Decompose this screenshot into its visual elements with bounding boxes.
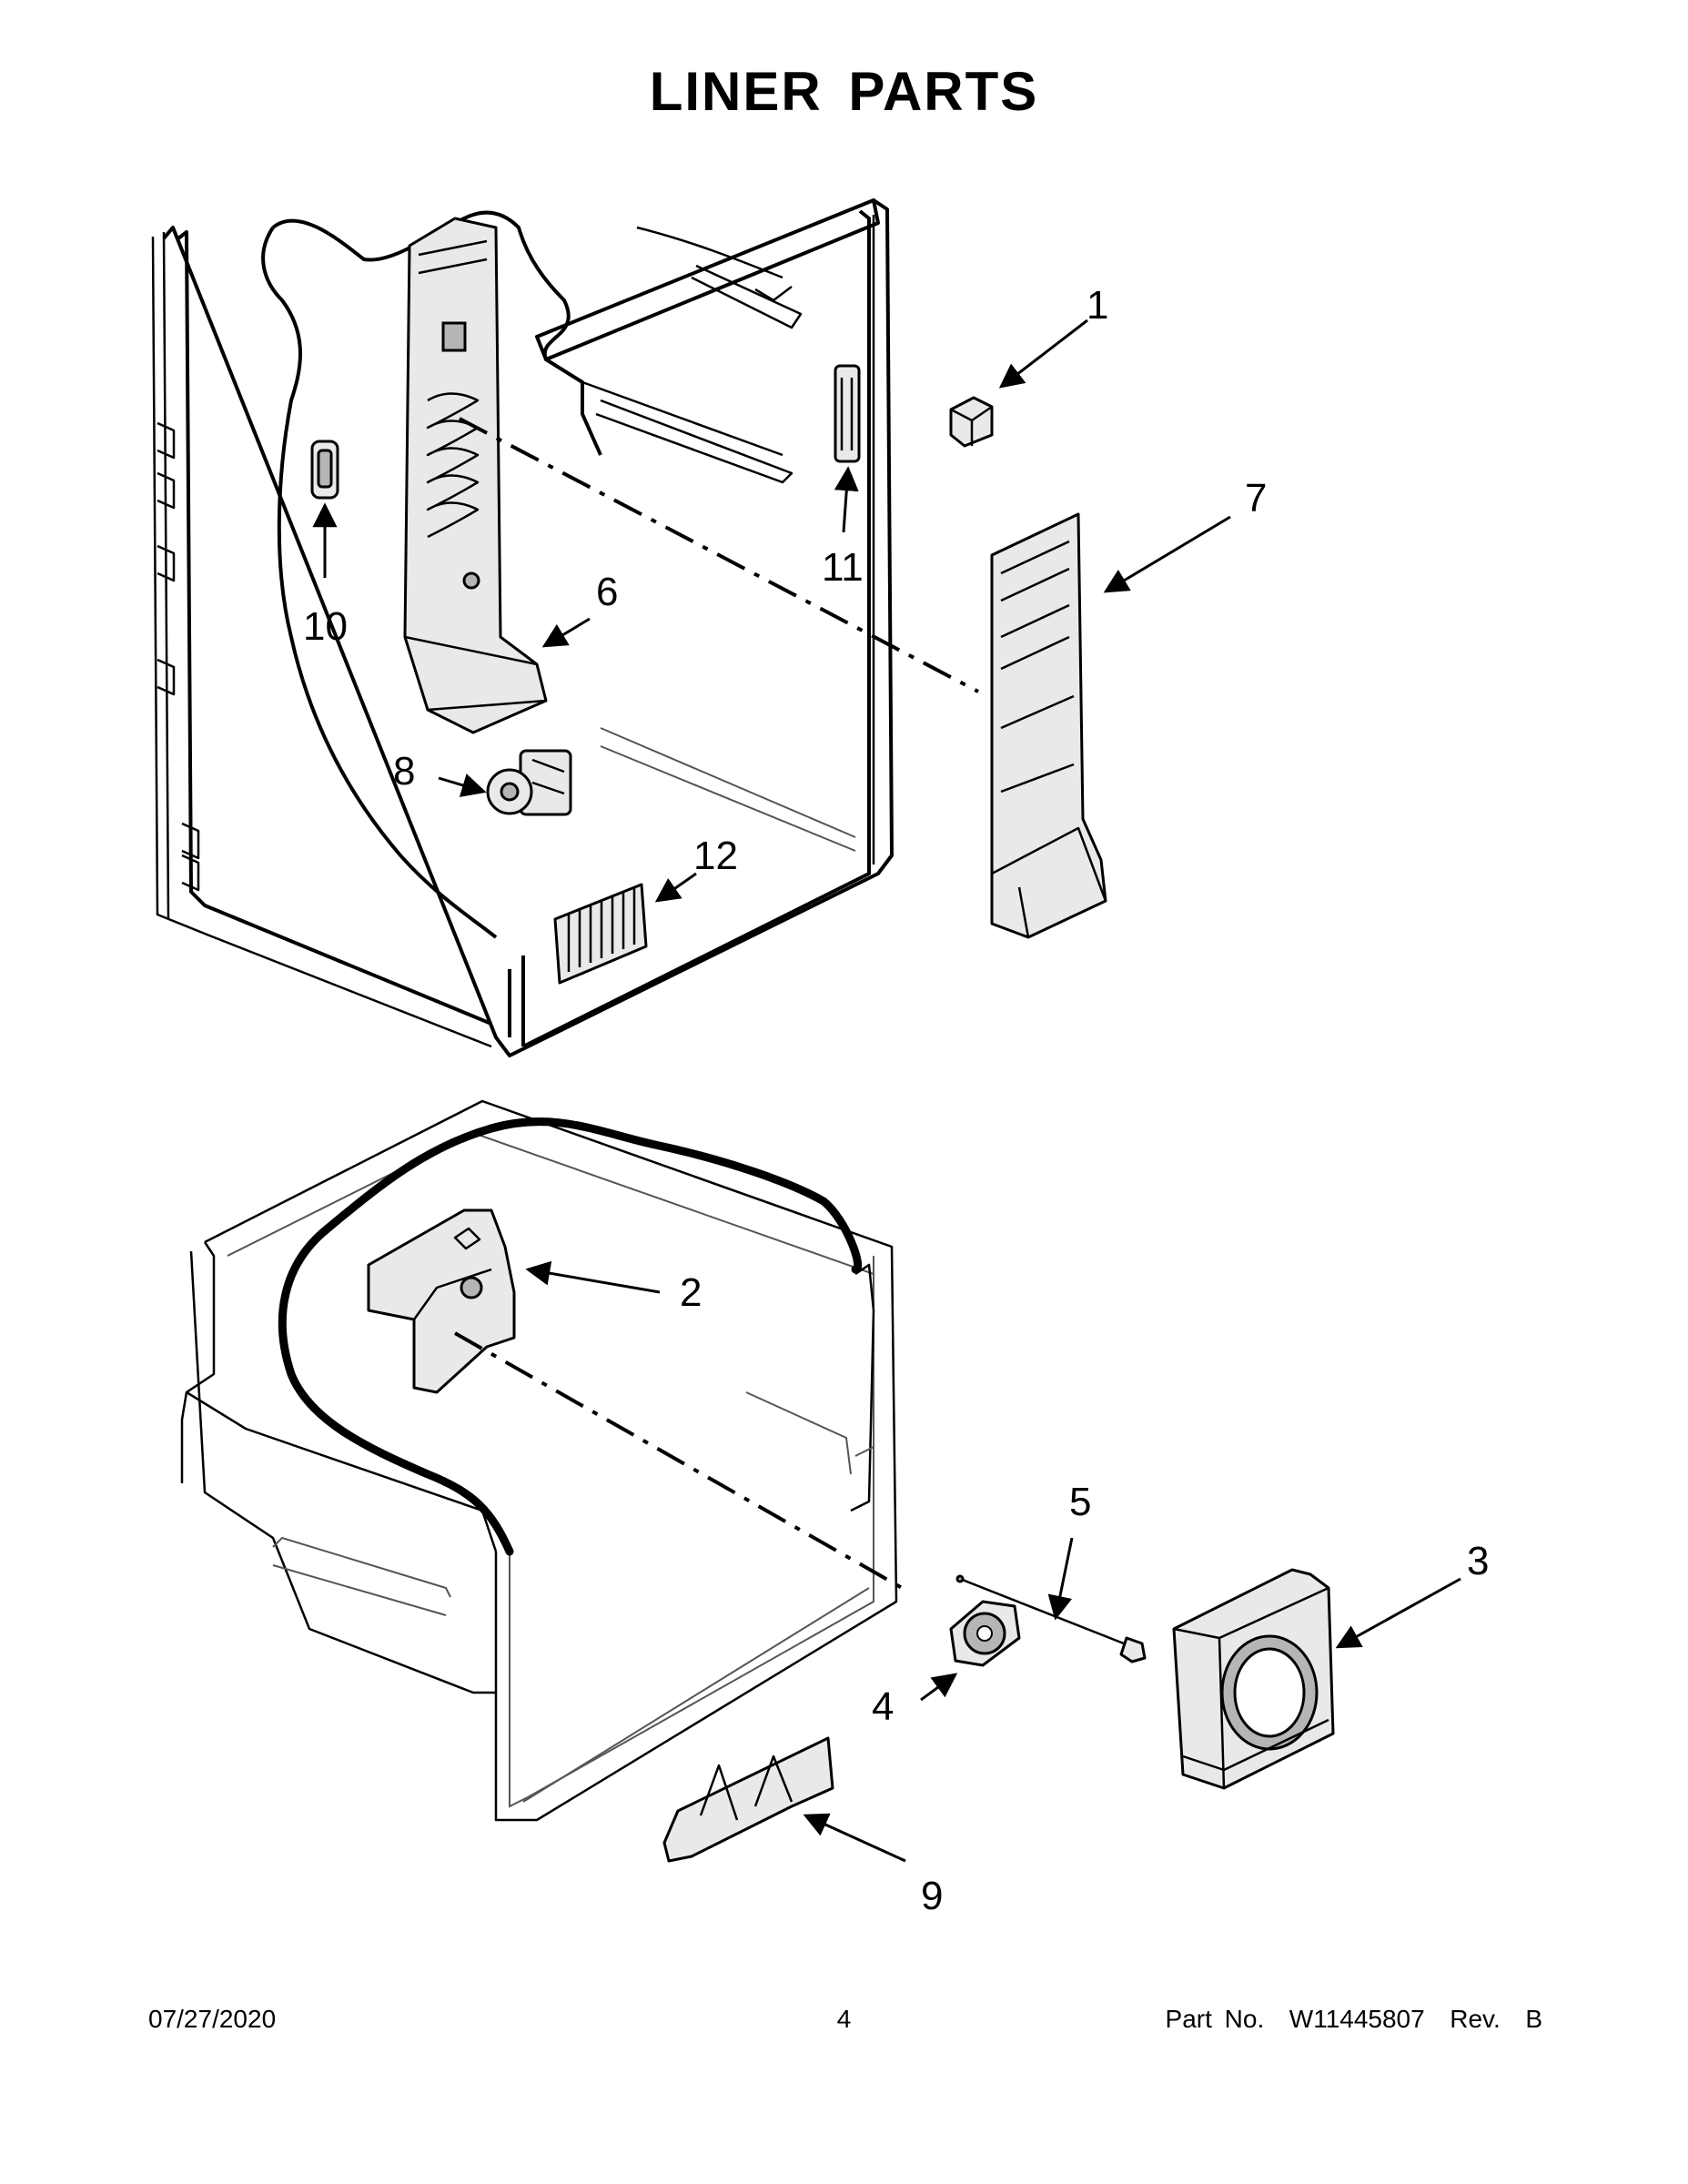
part-1-clip — [949, 396, 994, 448]
callout-3: 3 — [1467, 1539, 1489, 1583]
fresh-food-liner — [151, 198, 894, 1057]
callout-9: 9 — [921, 1874, 943, 1918]
alignment-line-upper — [459, 417, 979, 693]
callout-5: 5 — [1069, 1480, 1091, 1524]
footer-page-number: 4 — [836, 2005, 852, 2033]
callout-4: 4 — [872, 1684, 894, 1729]
part-7-panel — [990, 512, 1107, 939]
callout-12: 12 — [693, 834, 738, 878]
page-title: LINER PARTS — [649, 61, 1039, 122]
callout-10: 10 — [303, 604, 348, 649]
callout-1: 1 — [1087, 283, 1108, 328]
freezer-liner — [180, 1099, 898, 1822]
callout-8: 8 — [393, 749, 415, 794]
air-tower-part-6 — [403, 217, 548, 734]
callout-11: 11 — [822, 545, 864, 590]
callout-6: 6 — [596, 570, 618, 614]
part-9-cover — [662, 1736, 834, 1863]
footer-date: 07/27/2020 — [148, 2005, 277, 2033]
part-2-duct — [367, 1208, 516, 1394]
part-5-screw — [955, 1574, 1147, 1663]
part-3-fan-housing — [1172, 1568, 1335, 1790]
footer-part-number: Part No. W11445807 Rev. B — [1165, 2005, 1542, 2033]
callout-2: 2 — [680, 1270, 702, 1315]
part-12-grille — [553, 883, 648, 985]
alignment-line-lower — [454, 1331, 911, 1594]
part-10-connector — [310, 440, 339, 500]
callout-7: 7 — [1245, 476, 1267, 521]
part-11-light — [834, 364, 861, 463]
callout-leaders — [312, 318, 1461, 1863]
part-8-damper — [486, 749, 572, 816]
part-4-fan — [949, 1600, 1021, 1667]
